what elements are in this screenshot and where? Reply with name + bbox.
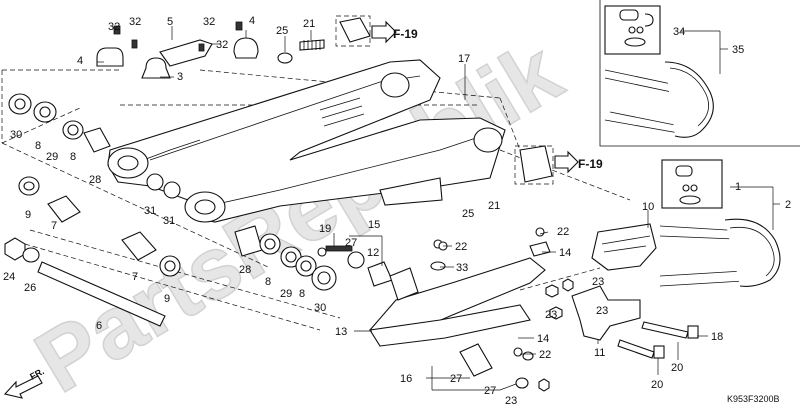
- callout-22: 22: [539, 349, 551, 361]
- callout-31: 31: [163, 215, 175, 227]
- pivot-shaft-6: [37, 261, 166, 327]
- left-lower-parts: [4, 176, 181, 327]
- callout-9: 9: [25, 209, 31, 221]
- bolt-32-b: [131, 39, 138, 49]
- callout-27: 27: [345, 237, 357, 249]
- reference-f19-top: F-19: [393, 27, 418, 41]
- callout-29: 29: [46, 151, 58, 163]
- callout-30: 30: [10, 129, 22, 141]
- callout-13: 13: [335, 326, 347, 338]
- chain-detail-inset: [599, 0, 800, 147]
- callout-26: 26: [24, 282, 36, 294]
- callout-19: 19: [319, 223, 331, 235]
- callout-4: 4: [77, 55, 83, 67]
- leader-lines: [97, 26, 780, 391]
- callout-32: 32: [108, 21, 120, 33]
- chain-adjuster-mid: F-19: [514, 145, 603, 185]
- chain-adjuster-top: F-19: [335, 15, 418, 47]
- callout-20: 20: [671, 362, 683, 374]
- clamp-3: [141, 57, 171, 79]
- callout-21: 21: [303, 18, 315, 30]
- callout-33: 33: [456, 262, 468, 274]
- callout-18: 18: [711, 331, 723, 343]
- callout-34: 34: [673, 26, 685, 38]
- clamp-4-a: [96, 47, 124, 67]
- guide-bracket-11: [571, 285, 641, 341]
- callout-labels: 32 32 5 32 4 25 21 4 32 3 17 34 35 30 8 …: [3, 15, 791, 406]
- callout-23: 23: [545, 309, 557, 321]
- callout-27: 27: [450, 373, 462, 385]
- callout-12: 12: [367, 247, 379, 259]
- callout-28: 28: [239, 264, 251, 276]
- top-bracket-parts: [96, 21, 325, 79]
- callout-25: 25: [462, 208, 474, 220]
- callout-22: 22: [557, 226, 569, 238]
- callout-25: 25: [276, 25, 288, 37]
- callout-17: 17: [458, 53, 470, 65]
- lower-slider-parts: [459, 343, 550, 392]
- callout-14: 14: [537, 333, 549, 345]
- callout-23: 23: [505, 395, 517, 406]
- callout-8: 8: [35, 140, 41, 152]
- callout-20: 20: [651, 379, 663, 391]
- callout-7: 7: [51, 220, 57, 232]
- callout-16: 16: [400, 373, 412, 385]
- callout-15: 15: [368, 219, 380, 231]
- callout-6: 6: [96, 320, 102, 332]
- callout-4: 4: [249, 15, 255, 27]
- callout-35: 35: [732, 44, 744, 56]
- callout-8: 8: [70, 151, 76, 163]
- chain-slider-13: [369, 257, 546, 347]
- callout-29: 29: [280, 288, 292, 300]
- lower-left-pivot-collars: [317, 247, 327, 257]
- swingarm-body: [107, 59, 506, 223]
- callout-14: 14: [559, 247, 571, 259]
- callout-32: 32: [216, 39, 228, 51]
- right-fasteners: [438, 241, 699, 359]
- callout-10: 10: [642, 201, 654, 213]
- callout-27: 27: [484, 385, 496, 397]
- chain-guide-10: [591, 223, 657, 271]
- callout-28: 28: [89, 174, 101, 186]
- callout-8: 8: [265, 276, 271, 288]
- drive-chain-main: [659, 159, 781, 287]
- callout-7: 7: [132, 271, 138, 283]
- left-pivot-parts: [8, 93, 181, 199]
- callout-24: 24: [3, 271, 15, 283]
- bolt-32-c: [198, 43, 205, 52]
- drive-chain-inset: [604, 61, 714, 138]
- center-collars: [325, 227, 551, 301]
- callout-1: 1: [735, 181, 741, 193]
- callout-32: 32: [129, 16, 141, 28]
- callout-5: 5: [167, 16, 173, 28]
- assembly-guide-lines: [1, 69, 631, 331]
- callout-9: 9: [164, 293, 170, 305]
- callout-23: 23: [592, 276, 604, 288]
- master-link-parts: [619, 9, 654, 47]
- callout-31: 31: [144, 205, 156, 217]
- bolt-32-a: [113, 25, 121, 35]
- diagram-code: K953F3200B: [727, 394, 780, 404]
- front-direction-marker: FR.: [3, 366, 46, 399]
- right-bearing-parts: [234, 225, 337, 291]
- bolt-32-d: [235, 21, 243, 31]
- callout-3: 3: [177, 71, 183, 83]
- callout-11: 11: [594, 347, 605, 359]
- callout-2: 2: [785, 199, 791, 211]
- washer-25-a: [277, 52, 293, 64]
- clamp-4-b: [233, 37, 259, 59]
- callout-8: 8: [299, 288, 305, 300]
- callout-30: 30: [314, 302, 326, 314]
- callout-22: 22: [455, 241, 467, 253]
- reference-f19-mid: F-19: [578, 157, 603, 171]
- callout-32: 32: [203, 16, 215, 28]
- callout-21: 21: [488, 200, 500, 212]
- callout-23: 23: [596, 305, 608, 317]
